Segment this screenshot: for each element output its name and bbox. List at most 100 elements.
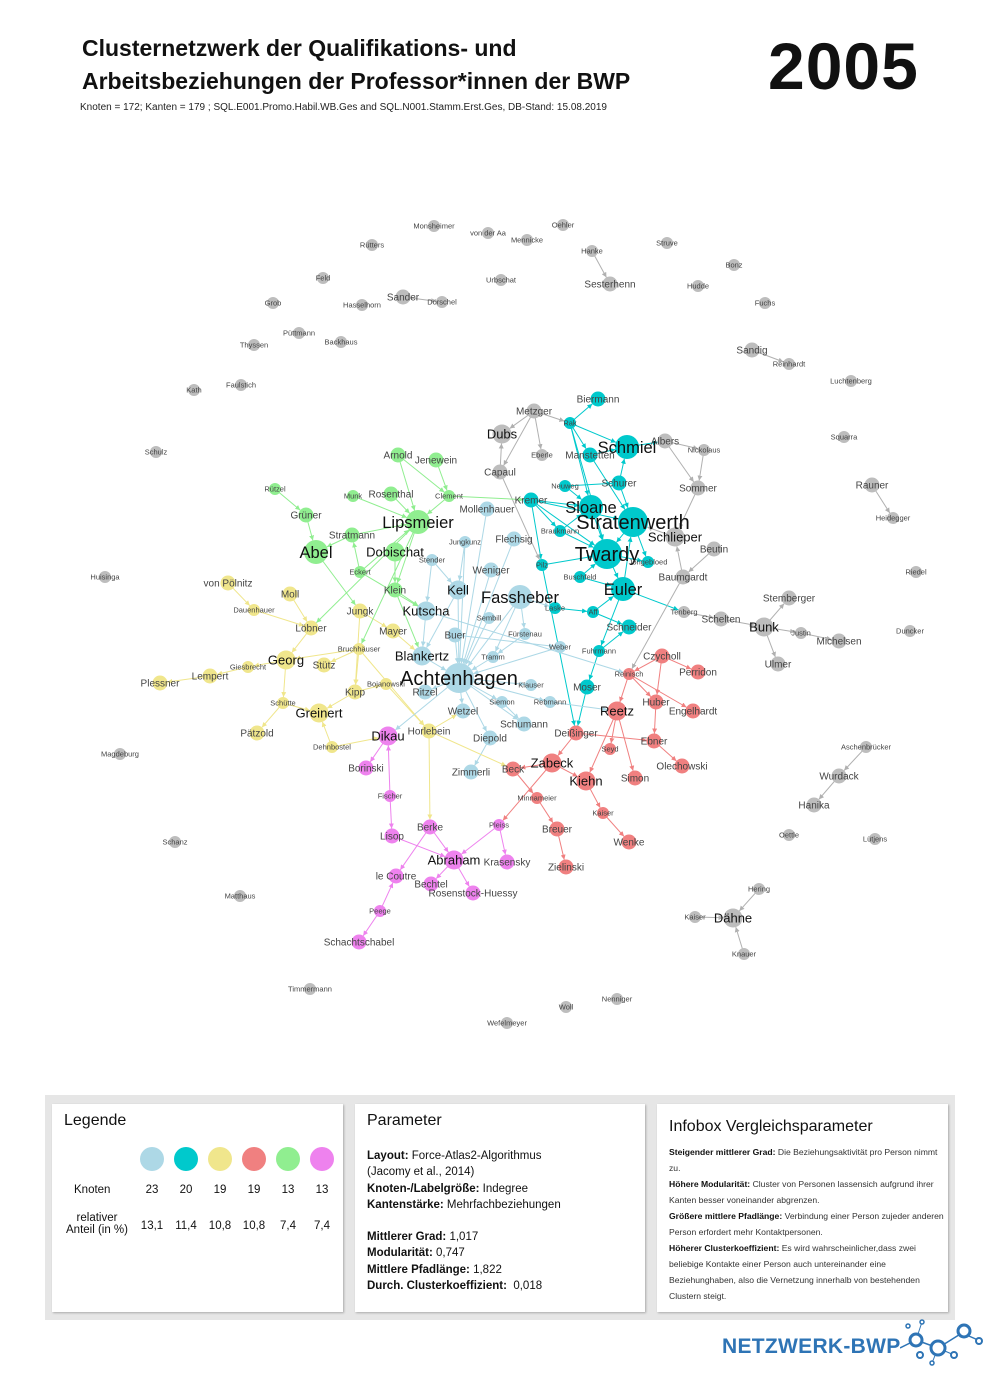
node-Horlebein[interactable] [421,723,437,739]
node-Kipp[interactable] [347,684,363,700]
node-Zabeck[interactable] [542,753,562,773]
node-Rutzel[interactable] [269,483,281,495]
node-Weniger[interactable] [483,562,499,578]
node-leCoutre[interactable] [388,868,404,884]
node-Bruchhauser[interactable] [353,643,365,655]
node-Huisinga[interactable] [99,571,111,583]
node-Schachtschabel[interactable] [351,934,367,950]
node-Sesterhenn[interactable] [602,276,618,292]
node-Lempert[interactable] [202,668,218,684]
node-Struve[interactable] [661,237,673,249]
node-Fischer[interactable] [384,790,396,802]
node-Arnold[interactable] [390,447,406,463]
node-Seyd[interactable] [604,743,616,755]
node-Twardy[interactable] [592,539,622,569]
node-Aff[interactable] [587,606,599,618]
node-Breuer[interactable] [549,821,565,837]
node-Perridon[interactable] [690,664,706,680]
node-Jungkunz[interactable] [459,536,471,548]
node-Feld[interactable] [317,272,329,284]
node-Beutin[interactable] [706,541,722,557]
node-Metzger[interactable] [526,403,542,419]
node-Schneider[interactable] [621,619,637,635]
node-Czycholl[interactable] [654,648,670,664]
node-Ulmer[interactable] [770,656,786,672]
node-Minnameier[interactable] [531,792,543,804]
node-Bonz[interactable] [728,259,740,271]
node-Olechowski[interactable] [674,758,690,774]
node-Schmiel[interactable] [615,435,639,459]
node-vonPolnitz[interactable] [220,575,236,591]
node-Laske[interactable] [549,602,561,614]
node-Achtenhagen[interactable] [444,663,474,693]
node-Sembill[interactable] [483,612,495,624]
node-Hering[interactable] [753,883,765,895]
node-Michelsen[interactable] [831,633,847,649]
node-Rutters[interactable] [366,239,378,251]
node-Timmermann[interactable] [304,983,316,995]
node-Knauer[interactable] [738,948,750,960]
node-Stutz[interactable] [316,657,332,673]
node-Biermann[interactable] [590,391,606,407]
node-Fuchs[interactable] [759,297,771,309]
node-Faulstich[interactable] [235,379,247,391]
node-Zielinski[interactable] [558,859,574,875]
node-Dubs[interactable] [492,424,512,444]
node-Justin[interactable] [795,627,807,639]
node-Heidegger[interactable] [887,512,899,524]
node-Hudde[interactable] [692,280,704,292]
node-Luchtenberg[interactable] [845,375,857,387]
node-Lobner[interactable] [303,620,319,636]
node-Kremer[interactable] [523,492,539,508]
node-Grob[interactable] [267,297,279,309]
node-Schelten[interactable] [713,611,729,627]
node-Kath[interactable] [188,384,200,396]
node-Mayer[interactable] [385,623,401,639]
node-Schanz[interactable] [169,836,181,848]
node-Huber[interactable] [648,694,664,710]
node-Eberle[interactable] [536,449,548,461]
node-Dehnbostel[interactable] [326,741,338,753]
node-Flechsig[interactable] [506,531,522,547]
node-Jongebloed[interactable] [642,556,654,568]
node-Dobischat[interactable] [385,542,405,562]
node-Stender[interactable] [426,554,438,566]
node-Dikau[interactable] [378,726,398,746]
node-Baumgardt[interactable] [675,569,691,585]
node-Schumann[interactable] [516,716,532,732]
node-Diepold[interactable] [482,730,498,746]
node-Hasselhorn[interactable] [356,299,368,311]
node-Stemberger[interactable] [781,590,797,606]
node-Tenberg[interactable] [678,606,690,618]
node-Siemon[interactable] [496,696,508,708]
node-Fassheber[interactable] [508,585,532,609]
node-Oehler[interactable] [557,219,569,231]
node-Manstetten[interactable] [582,447,598,463]
node-Klein[interactable] [387,582,403,598]
node-Berke[interactable] [422,819,438,835]
node-Kiehn[interactable] [576,771,596,791]
node-Pilz[interactable] [536,559,548,571]
node-Rosenthal[interactable] [383,486,399,502]
node-Fuhrmann[interactable] [593,645,605,657]
node-Munk[interactable] [347,490,359,502]
node-Jenewein[interactable] [428,452,444,468]
node-Bunk[interactable] [754,617,774,637]
node-Engelhardt[interactable] [685,703,701,719]
node-Sloane[interactable] [579,495,603,519]
node-Furstenau[interactable] [519,628,531,640]
node-Squarra[interactable] [838,431,850,443]
node-Sandig[interactable] [744,342,760,358]
node-Oettle[interactable] [783,829,795,841]
node-Ebner[interactable] [646,733,662,749]
node-Nenniger[interactable] [611,993,623,1005]
node-Sander[interactable] [395,289,411,305]
node-Abel[interactable] [304,540,328,564]
node-Gruner[interactable] [298,507,314,523]
node-Lipsmeier[interactable] [406,510,430,534]
node-Abraham[interactable] [444,850,464,870]
node-Blankertz[interactable] [412,646,432,666]
node-KaiserG[interactable] [689,911,701,923]
node-Riedel[interactable] [910,566,922,578]
node-Kell[interactable] [448,580,468,600]
